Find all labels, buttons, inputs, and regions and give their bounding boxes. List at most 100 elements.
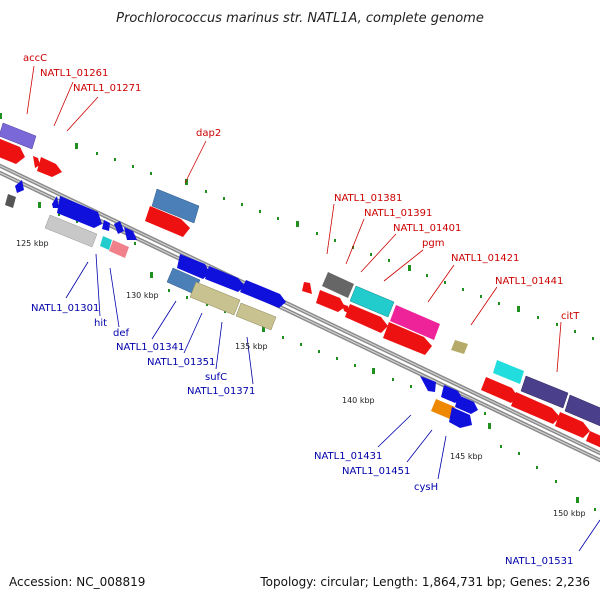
gene-label[interactable]: NATL1_01401 — [393, 223, 461, 234]
leader-cysH — [437, 435, 447, 480]
tick-mark — [517, 306, 520, 312]
leader-NATL1_01451 — [406, 429, 433, 463]
tick-mark — [58, 213, 60, 216]
gene-dap2-arrow[interactable] — [151, 188, 200, 224]
gene-label[interactable]: hit — [94, 318, 107, 329]
leader-citT — [556, 321, 562, 373]
gene-label[interactable]: sufC — [205, 372, 227, 383]
gene-label[interactable]: cysH — [414, 482, 438, 493]
tick-mark — [574, 330, 576, 333]
gene-NATL1_01461-arrow[interactable] — [493, 360, 524, 384]
gene-sufC-arrow[interactable] — [235, 302, 277, 331]
cds-NATL1_01271-arrow[interactable] — [37, 157, 62, 177]
gene-label[interactable]: dap2 — [196, 128, 221, 139]
gene-label[interactable]: NATL1_01391 — [364, 208, 432, 219]
tick-mark — [259, 210, 261, 213]
cds-hit-arrow[interactable] — [102, 220, 110, 231]
tick-mark — [336, 357, 338, 360]
gene-label[interactable]: NATL1_01341 — [116, 342, 184, 353]
tick-mark — [277, 217, 279, 220]
leader-NATL1_01391 — [345, 218, 365, 265]
cds-def2-arrow[interactable] — [124, 227, 137, 240]
gene-NATL1_01401-arrow[interactable] — [349, 285, 395, 318]
tick-mark — [316, 232, 318, 235]
gene-accC-arrow[interactable] — [0, 122, 37, 150]
cds-def-arrow[interactable] — [114, 221, 124, 234]
gene-label[interactable]: citT — [561, 311, 580, 322]
cds-NATL1_01381-arrow[interactable] — [302, 282, 312, 294]
gene-citT-arrow[interactable] — [520, 375, 569, 409]
cds-NATL1_01461-arrow[interactable] — [481, 377, 518, 403]
leader-pgm — [383, 249, 424, 282]
gene-label[interactable]: NATL1_01421 — [451, 253, 519, 264]
gene-label[interactable]: NATL1_01271 — [73, 83, 141, 94]
gene-NATL1_01301-arrow[interactable] — [44, 214, 98, 248]
cds-cysH-arrow[interactable] — [449, 407, 472, 428]
gene-label[interactable]: NATL1_01301 — [31, 303, 99, 314]
gene-label[interactable]: pgm — [422, 238, 444, 249]
gene-label[interactable]: accC — [23, 53, 47, 64]
cds-pgm-arrow[interactable] — [383, 322, 432, 355]
gene-def-arrow[interactable] — [109, 240, 129, 258]
cds-NATL1_01401-arrow[interactable] — [345, 304, 388, 333]
tick-mark — [488, 423, 491, 429]
cds-NATL1_01261-arrow[interactable] — [33, 156, 40, 168]
leader-dap2 — [184, 140, 207, 184]
gene-label[interactable]: NATL1_01531 — [505, 556, 573, 567]
cds-NATL1_01351-arrow[interactable] — [205, 266, 245, 292]
tick-mark — [96, 152, 98, 155]
gene-label[interactable]: NATL1_01451 — [342, 466, 410, 477]
map-title: Prochlorococcus marinus str. NATL1A, com… — [116, 11, 484, 26]
gene-NATL1_01291-arrow[interactable] — [5, 194, 16, 208]
gene-NATL1_01351-arrow[interactable] — [189, 281, 241, 316]
accession-text: Accession: NC_008819 — [9, 575, 145, 589]
cds-NATL1_01295-arrow[interactable] — [52, 196, 59, 208]
scale-labels: 125 kbp 130 kbp 135 kbp 140 kbp 145 kbp … — [16, 239, 586, 518]
gene-label[interactable]: NATL1_01441 — [495, 276, 563, 287]
gene-label[interactable]: NATL1_01351 — [147, 357, 215, 368]
gene-label[interactable]: NATL1_01371 — [187, 386, 255, 397]
gene-pgm-arrow[interactable] — [390, 305, 440, 340]
leader-NATL1_01301 — [65, 261, 89, 299]
tick-mark — [150, 172, 152, 175]
leader-NATL1_01421 — [427, 264, 455, 303]
tick-mark — [576, 497, 579, 503]
cds-citT2-arrow[interactable] — [555, 412, 590, 438]
forward-gene-labels: accC NATL1_01261 NATL1_01271 dap2 NATL1_… — [23, 53, 580, 322]
cds-NATL1_01451b-arrow[interactable] — [455, 395, 478, 414]
cds-sufC-arrow[interactable] — [240, 280, 286, 308]
gene-hit-arrow[interactable] — [100, 236, 112, 250]
gene-citT2-arrow[interactable] — [564, 394, 600, 428]
gene-label[interactable]: NATL1_01381 — [334, 193, 402, 204]
tick-mark — [372, 368, 375, 374]
cds-dap2-arrow[interactable] — [145, 206, 190, 237]
tick-mark — [392, 378, 394, 381]
tick-mark — [594, 508, 596, 511]
cds-accC-arrow[interactable] — [0, 138, 25, 164]
tick-mark — [484, 412, 486, 415]
leader-NATL1_01371 — [246, 336, 254, 385]
cds-NATL1_01301-arrow[interactable] — [57, 196, 102, 228]
tick-mark — [408, 265, 411, 271]
gene-NATL1_01451-arrow[interactable] — [431, 399, 455, 419]
cds-NATL1_01391-arrow[interactable] — [316, 290, 345, 312]
tick-mark — [206, 303, 208, 306]
cds-citT-arrow[interactable] — [511, 392, 560, 424]
gene-label[interactable]: NATL1_01261 — [40, 68, 108, 79]
cds-next-arrow[interactable] — [586, 431, 600, 450]
gene-NATL1_01391-arrow[interactable] — [322, 272, 354, 298]
tick-mark — [114, 158, 116, 161]
tick-mark — [370, 253, 372, 256]
gene-NATL1_01441-arrow[interactable] — [451, 340, 468, 354]
tick-mark — [426, 274, 428, 277]
tick-mark — [296, 221, 299, 227]
cds-NATL1_01291-arrow[interactable] — [15, 180, 24, 193]
cds-NATL1_01451-arrow[interactable] — [441, 385, 462, 403]
tick-mark — [185, 179, 188, 185]
gene-label[interactable]: NATL1_01431 — [314, 451, 382, 462]
cds-NATL1_01341-arrow[interactable] — [177, 254, 210, 279]
gene-label[interactable]: def — [113, 328, 130, 339]
cds-NATL1_01431-arrow[interactable] — [420, 376, 436, 392]
tick-mark — [132, 165, 134, 168]
